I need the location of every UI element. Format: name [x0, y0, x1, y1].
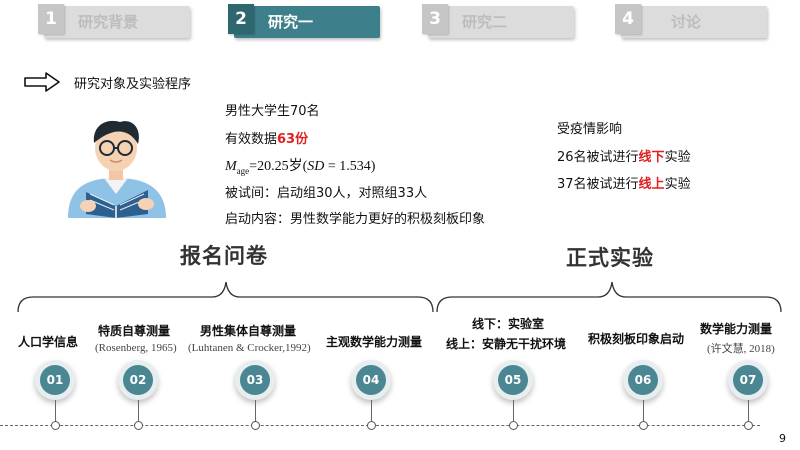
step-node-04[interactable]: 04 [351, 360, 391, 400]
phase-title-formal-experiment: 正式实验 [566, 246, 654, 270]
step-label-demographics: 人口学信息 [18, 335, 79, 349]
valid-data-text: 有效数据63份 [225, 128, 308, 147]
mean-symbol: M [225, 159, 237, 174]
timeline-dot [367, 421, 376, 430]
step-number: 04 [356, 365, 386, 395]
timeline-line [0, 425, 760, 426]
sd-symbol: SD [307, 159, 325, 174]
step-stem [371, 400, 372, 421]
offline-prefix: 26名被试进行 [557, 150, 639, 165]
valid-data-prefix: 有效数据 [225, 132, 278, 147]
step-number: 03 [240, 365, 270, 395]
tab-body [428, 6, 574, 38]
step-stem [748, 400, 749, 421]
online-prefix: 37名被试进行 [557, 177, 639, 192]
tab-discussion[interactable]: 4 讨论 [615, 4, 767, 38]
step-citation-luhtanen: (Luhtanen & Crocker,1992) [188, 342, 311, 354]
right-arrow-icon [24, 72, 60, 92]
step-node-05[interactable]: 05 [493, 360, 533, 400]
step-stem [138, 400, 139, 421]
timeline-dot [509, 421, 518, 430]
step-node-02[interactable]: 02 [118, 360, 158, 400]
tab-study-one[interactable]: 2 研究一 [228, 4, 380, 38]
step-number: 02 [123, 365, 153, 395]
participants-text: 男性大学生70名 [225, 104, 320, 119]
timeline-dot [639, 421, 648, 430]
phase-title-registration: 报名问卷 [180, 244, 268, 268]
step-node-01[interactable]: 01 [35, 360, 75, 400]
section-title: 研究对象及实验程序 [74, 76, 192, 92]
offline-text: 26名被试进行线下实验 [557, 146, 691, 165]
step-label-trait-self-esteem: 特质自尊测量 [98, 324, 171, 338]
tab-body [234, 6, 380, 38]
tab-study-two[interactable]: 3 研究二 [422, 4, 574, 38]
tab-body [621, 6, 767, 38]
tab-number: 2 [228, 4, 254, 34]
step-number: 06 [628, 365, 658, 395]
step-citation-xu: (许文慧, 2018) [707, 343, 775, 355]
student-reading-illustration [68, 120, 166, 218]
step-label-math-ability: 数学能力测量 [700, 322, 773, 336]
step-label-stereotype-priming: 积极刻板印象启动 [588, 332, 685, 346]
mean-age-value: =20.25岁( [249, 159, 308, 174]
tab-number: 1 [38, 4, 64, 34]
step-label-collective-self-esteem: 男性集体自尊测量 [200, 324, 297, 338]
timeline-dot [51, 421, 60, 430]
timeline-dot [744, 421, 753, 430]
timeline-dot [251, 421, 260, 430]
page-number: 9 [779, 432, 786, 445]
covid-title: 受疫情影响 [557, 122, 623, 137]
tab-label: 研究二 [462, 13, 508, 31]
tab-body [44, 6, 190, 38]
tab-research-background[interactable]: 1 研究背景 [38, 4, 190, 38]
step-node-07[interactable]: 07 [728, 360, 768, 400]
step-citation-rosenberg: (Rosenberg, 1965) [95, 342, 177, 354]
tab-label: 讨论 [671, 13, 702, 31]
mean-age-text: Mage=20.25岁(SD = 1.534) [225, 155, 375, 176]
step-stem [643, 400, 644, 421]
tab-label: 研究一 [268, 13, 314, 31]
step-stem [55, 400, 56, 421]
sd-value: = 1.534) [324, 159, 376, 174]
offline-suffix: 实验 [664, 150, 691, 165]
step-label-online-environment: 线上：安静无干扰环境 [446, 337, 567, 351]
step-label-offline-lab: 线下：实验室 [472, 317, 545, 331]
tab-number: 4 [615, 4, 641, 34]
step-number: 01 [40, 365, 70, 395]
online-highlight: 线上 [638, 177, 665, 192]
online-suffix: 实验 [664, 177, 691, 192]
online-text: 37名被试进行线上实验 [557, 173, 691, 192]
step-stem [513, 400, 514, 421]
brace-formal-experiment [436, 281, 782, 313]
step-number: 05 [498, 365, 528, 395]
priming-text: 启动内容：男性数学能力更好的积极刻板印象 [225, 212, 486, 227]
step-number: 07 [733, 365, 763, 395]
section-heading: 研究对象及实验程序 [24, 72, 191, 92]
brace-registration [17, 281, 434, 313]
tab-label: 研究背景 [78, 13, 139, 31]
mean-subscript: age [236, 165, 250, 176]
step-node-03[interactable]: 03 [235, 360, 275, 400]
timeline-dot [134, 421, 143, 430]
step-node-06[interactable]: 06 [623, 360, 663, 400]
valid-data-count: 63份 [277, 132, 309, 147]
step-label-subjective-math: 主观数学能力测量 [326, 335, 423, 349]
offline-highlight: 线下 [638, 150, 665, 165]
groups-text: 被试间：启动组30人，对照组33人 [225, 186, 428, 201]
tab-number: 3 [422, 4, 448, 34]
step-stem [255, 400, 256, 421]
